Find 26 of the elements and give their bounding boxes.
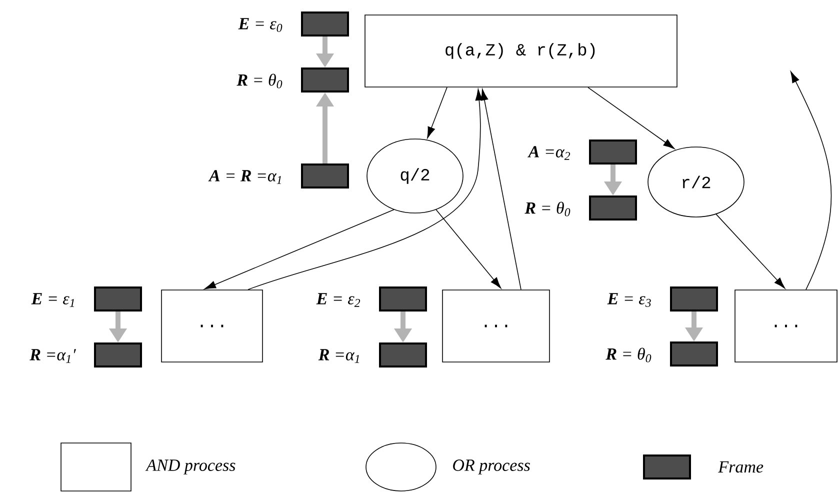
legend-label: Frame (718, 461, 764, 473)
arrow (427, 87, 448, 138)
and-process-box: ... (161, 290, 263, 362)
arrow (248, 88, 483, 290)
arrow (790, 71, 832, 290)
legend-label: AND process (145, 460, 236, 474)
frame-label: A =α$_{2}$ (528, 146, 570, 160)
and-process-box: ... (734, 290, 838, 362)
frame-label: R = θ$_{0}$ (236, 74, 282, 88)
and-process-box: ... (442, 290, 550, 362)
frame-label: R =α$_{1}$′ (30, 349, 76, 363)
arrow (204, 209, 394, 290)
and-process-box: q(a,Z) & r(Z,b) (364, 14, 678, 88)
arrow (480, 88, 522, 290)
frame-label: E = ε$_{1}$ (31, 293, 74, 307)
arrow (716, 214, 786, 289)
arrow (588, 87, 675, 150)
frame-label: R = θ$_{0}$ (606, 348, 652, 362)
frame-label: R =α$_{1}$ (318, 349, 360, 363)
legend-label: OR process (453, 460, 530, 474)
frame-label: E = ε$_{0}$ (238, 18, 282, 32)
frame-label: E = ε$_{3}$ (607, 293, 651, 307)
frame-label: R = θ$_{0}$ (524, 202, 570, 216)
arrow (436, 209, 502, 288)
frame-label: E = ε$_{2}$ (316, 293, 360, 307)
frame-label: A = R =α$_{1}$ (208, 170, 282, 184)
